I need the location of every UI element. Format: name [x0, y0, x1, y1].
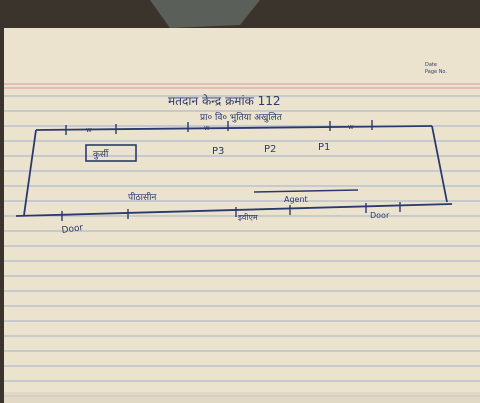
- officer-p2: P2: [264, 144, 276, 155]
- officer-p1: P1: [318, 142, 330, 153]
- furniture-box-label: कुर्सी: [93, 148, 109, 160]
- agent-table-line: [253, 189, 359, 193]
- evm-label: इवीएम: [238, 212, 258, 222]
- paper-edge: [4, 392, 480, 403]
- door-left-label: Door: [61, 223, 84, 236]
- window-ticks: [65, 120, 373, 135]
- date-label: Date: [425, 62, 437, 68]
- diagram-title: मतदान केन्द्र क्रमांक 112: [168, 94, 281, 108]
- officer-p3: P3: [212, 146, 224, 157]
- background-object: [150, 0, 260, 28]
- presiding-label: पीठासीन: [128, 191, 157, 203]
- window-mark-2: w: [204, 124, 210, 132]
- door-ticks: [61, 202, 401, 221]
- door-right-label: Door: [370, 211, 390, 220]
- ruled-lines: [4, 95, 480, 397]
- window-mark-3: w: [348, 123, 354, 131]
- agent-label: Agent: [284, 195, 308, 204]
- diagram-subtitle: प्रा० वि० भुतिया अखुलित: [200, 111, 283, 123]
- page-no-label: Page No.: [425, 69, 447, 75]
- furniture-box: [85, 144, 137, 162]
- window-mark-1: w: [86, 126, 92, 134]
- room-outline: [15, 125, 453, 217]
